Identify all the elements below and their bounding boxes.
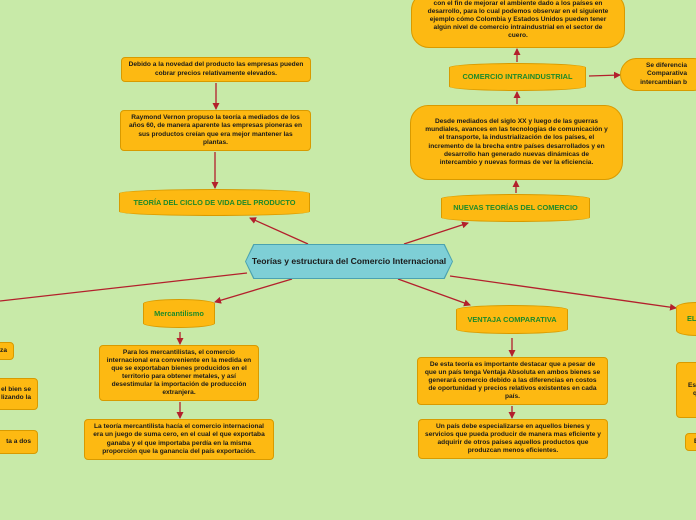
mercantilismo-text-2[interactable]: La teoría mercantilista hacía el comerci… xyxy=(84,419,274,460)
right-branch-text-2[interactable]: E xyxy=(685,433,696,451)
mercantilismo-title[interactable]: Mercantilismo xyxy=(143,299,215,328)
link-center-nuevas xyxy=(403,221,469,245)
ventaja-comparativa-text-2[interactable]: Un país debe especializarse en aquellos … xyxy=(418,419,608,459)
central-topic[interactable]: Teorías y estructura del Comercio Intern… xyxy=(246,245,452,278)
ciclo-vida-text-2[interactable]: Debido a la novedad del producto las emp… xyxy=(121,57,311,82)
intraindustrial-title[interactable]: COMERCIO INTRAINDUSTRIAL xyxy=(449,63,586,91)
mercantilismo-text-1[interactable]: Para los mercantilistas, el comercio int… xyxy=(99,345,259,401)
right-branch-title[interactable]: EL xyxy=(676,302,696,336)
link-intra-side xyxy=(588,71,621,79)
intraindustrial-side-text[interactable]: Se diferencia Comparativa intercambian b xyxy=(620,58,696,91)
ciclo-vida-title[interactable]: TEORÍA DEL CICLO DE VIDA DEL PRODUCTO xyxy=(119,189,310,216)
ciclo-vida-text-1[interactable]: Raymond Vernon propuso la teoría a media… xyxy=(120,110,311,151)
link-center-right xyxy=(449,275,677,311)
left-branch-text-1[interactable]: za xyxy=(0,342,14,360)
right-branch-text-1[interactable]: Est di qu xyxy=(676,362,696,418)
left-branch-text-3[interactable]: ta a dos xyxy=(0,430,38,454)
left-branch-text-2[interactable]: el bien se lizando la xyxy=(0,378,38,410)
intraindustrial-text[interactable]: con el fin de mejorar el ambiente dado a… xyxy=(411,0,625,48)
nuevas-teorias-title[interactable]: NUEVAS TEORÍAS DEL COMERCIO xyxy=(441,194,590,222)
link-center-left xyxy=(0,272,248,302)
ventaja-comparativa-text-1[interactable]: De esta teoría es importante destacar qu… xyxy=(417,357,608,405)
link-center-mercantilismo xyxy=(214,278,293,304)
ventaja-comparativa-title[interactable]: VENTAJA COMPARATIVA xyxy=(456,305,568,334)
link-center-ciclo xyxy=(249,217,309,245)
nuevas-teorias-text-1[interactable]: Desde mediados del siglo XX y luego de l… xyxy=(410,105,623,180)
link-center-ventaja xyxy=(397,278,471,307)
